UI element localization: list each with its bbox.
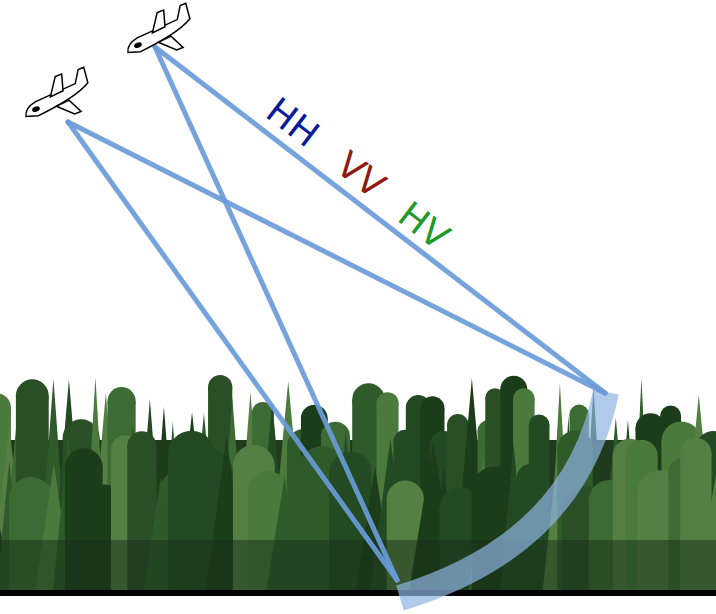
polarization-label: HH [260, 92, 325, 154]
airplane [118, 1, 200, 67]
ground-line [0, 590, 716, 596]
polarization-label: HV [392, 196, 455, 256]
footprint-arc [400, 392, 606, 598]
airplane [16, 65, 98, 131]
polarization-label: VV [330, 146, 391, 205]
radar-beams [68, 47, 605, 580]
